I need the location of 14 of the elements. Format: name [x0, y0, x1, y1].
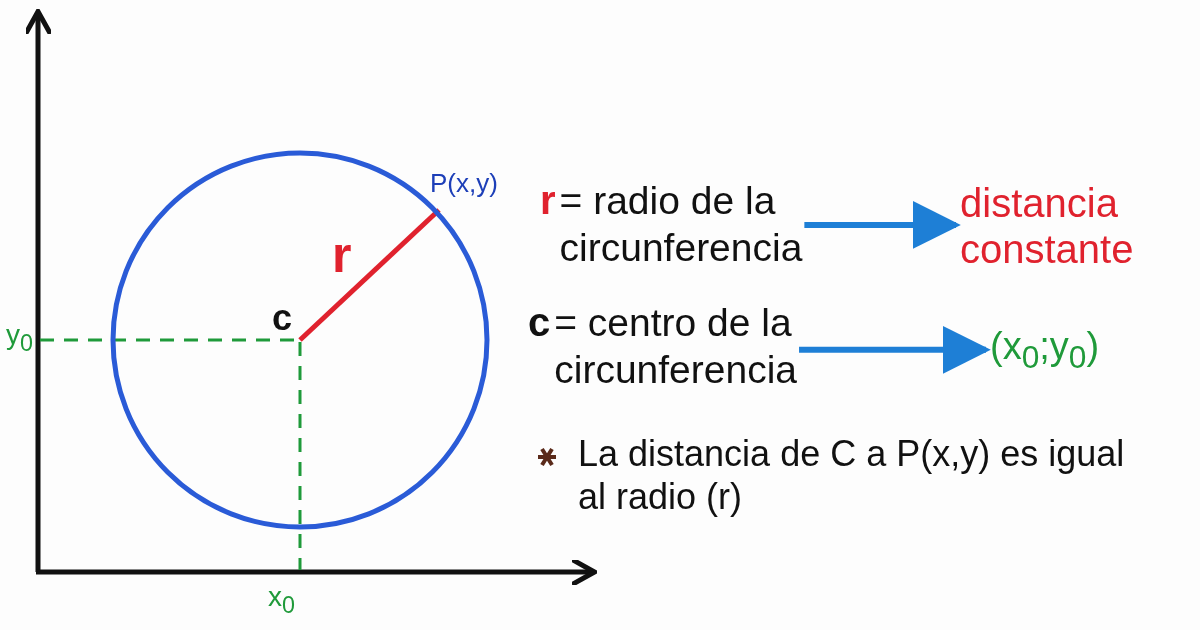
result-text: (x$_{0}$;y$_{0}$)	[990, 325, 1100, 375]
radius-label: r	[332, 226, 352, 285]
arrow	[799, 325, 991, 374]
result-text: distancia constante	[960, 180, 1135, 272]
note-text: La distancia de C a P(x,y) es igual al radio (r)	[578, 432, 1126, 519]
point-label: P(x,y)	[430, 168, 498, 200]
definition-text: = centro de la circunferencia	[554, 300, 799, 393]
definition-text: = radio de la circunferencia	[559, 178, 804, 271]
center-label: c	[272, 296, 293, 340]
axis-value-label: y$_{0}$	[6, 318, 33, 358]
arrow	[804, 200, 961, 249]
axis-value-label: x$_{0}$	[268, 580, 295, 620]
symbol-text: c	[528, 300, 551, 344]
symbol-text: r	[540, 178, 556, 222]
